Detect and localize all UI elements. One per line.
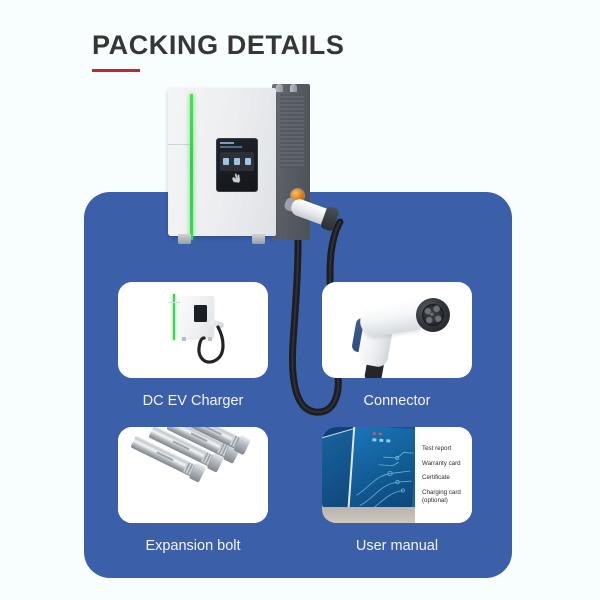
mini-foot-right [208,337,212,341]
charger-conduit-left [276,84,283,92]
item-card-dc-ev-charger[interactable] [118,282,268,378]
connector-gun-art [336,290,460,378]
mini-bracket [168,302,181,303]
charger-foot-right [252,234,265,244]
caption-connector: Connector [363,393,431,409]
manual-booklet-front [346,427,415,523]
manual-item-test-report: Test report [422,444,452,452]
pin-2 [432,304,441,313]
mini-cable [197,325,225,364]
manual-item-warranty-card: Warranty card [422,459,461,467]
screen-icon-3[interactable] [245,158,252,165]
charger-touchscreen[interactable] [216,138,258,192]
circuit-pattern-icon [356,432,414,515]
item-card-expansion-bolt[interactable] [118,427,268,523]
expansion-bolts-art [118,427,268,523]
hero-charger [168,84,368,264]
manual-item-charging-card: Charging card (optional) [422,489,461,505]
screen-icon-2[interactable] [233,158,240,165]
charger-panel-seam [168,144,190,145]
screen-button-row[interactable] [220,152,254,171]
charger-vent-grille [280,94,304,168]
manual-surface [322,507,415,523]
mini-feet [182,337,212,341]
item-card-user-manual[interactable]: Test report Warranty card Certificate Ch… [322,427,472,523]
charger-body [168,88,276,240]
screen-title-line [220,142,234,144]
pin-4 [434,314,443,323]
caption-dc-ev-charger: DC EV Charger [142,393,244,409]
manual-contents-list: Test report Warranty card Certificate Ch… [415,427,472,523]
rfid-tap-hand-icon [230,172,244,185]
caption-expansion-bolt: Expansion bolt [145,538,241,554]
title-underline-rule [92,69,140,72]
pin-3 [425,316,434,325]
mini-foot-left [182,337,186,341]
page-title: PACKING DETAILS [92,30,345,60]
screen-subtitle-line [220,146,242,148]
manual-item-certificate: Certificate [422,474,450,482]
charger-foot-left [178,234,191,244]
mini-screen [194,305,207,322]
user-manual-art: Test report Warranty card Certificate Ch… [322,427,472,523]
charger-thumbnail-art [158,294,238,374]
gun-pin-face [420,302,446,328]
header: PACKING DETAILS [92,28,345,72]
pin-5 [429,311,435,317]
status-led-strip [190,94,193,240]
gun-barrel [358,299,424,339]
item-card-connector[interactable] [322,282,472,378]
manual-photo [322,427,415,523]
screen-icon-1[interactable] [222,158,229,165]
caption-user-manual: User manual [355,538,439,554]
mini-led-strip [173,294,175,340]
charger-conduit-right [290,84,297,92]
